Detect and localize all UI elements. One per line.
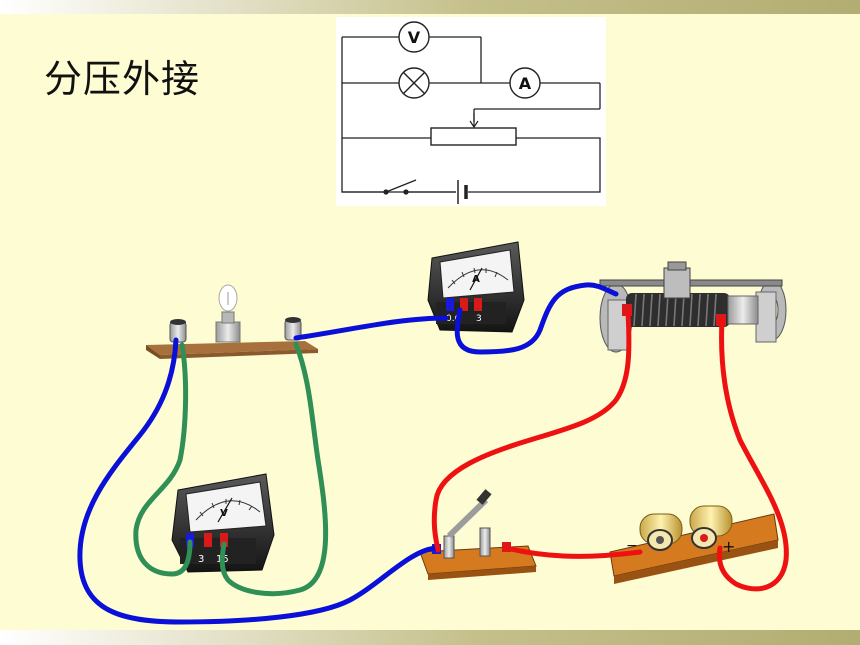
- battery-minus-label: −: [626, 538, 638, 554]
- schematic-battery-icon: [457, 180, 468, 204]
- wire-blue-ammeter-to-rheostat: [454, 282, 619, 355]
- voltmeter: V 3 15: [171, 473, 275, 573]
- knife-switch: [419, 489, 537, 580]
- schematic-lamp-icon: [398, 67, 430, 99]
- schematic-wire-right: [468, 137, 601, 193]
- wire-blue-lamp-to-switch: [77, 337, 439, 625]
- ammeter-negative-terminal: [446, 298, 454, 311]
- top-decorative-band: [0, 0, 860, 14]
- voltmeter-face-label: V: [220, 508, 228, 519]
- lamp-left-terminal: [169, 319, 187, 343]
- circuit-schematic: V A: [336, 17, 606, 206]
- schematic-voltmeter: V: [398, 21, 430, 53]
- battery: − +: [609, 505, 779, 584]
- ammeter-terminal-3: [474, 298, 482, 311]
- schematic-voltmeter-label: V: [408, 28, 421, 47]
- battery-plus-label: +: [722, 537, 735, 556]
- wire-green-lamp-right-to-voltmeter: [219, 341, 329, 597]
- voltmeter-terminal-label-1: 3: [198, 554, 204, 565]
- schematic-ammeter-label: A: [519, 74, 532, 93]
- slide-title: 分压外接: [44, 57, 201, 101]
- bottom-decorative-band: [0, 630, 860, 645]
- ammeter-face-label: A: [472, 274, 480, 285]
- wire-red-switch-to-battery: [503, 545, 643, 559]
- ammeter-terminal-label-2: 3: [476, 314, 482, 324]
- ammeter-terminal-label-1: 0.6: [446, 314, 461, 324]
- lamp-board: [146, 284, 318, 359]
- light-bulb-icon: [215, 284, 241, 343]
- ammeter: A 0.6 3: [427, 241, 525, 333]
- lamp-right-terminal: [284, 317, 302, 341]
- rheostat-slider: [663, 261, 691, 299]
- ammeter-terminal-0.6: [460, 298, 468, 311]
- wire-blue-lamp-to-ammeter: [293, 315, 449, 341]
- schematic-rheostat: [430, 113, 517, 146]
- wire-green-lamp-left-to-voltmeter: [133, 342, 193, 577]
- schematic-switch-icon: [342, 179, 456, 195]
- voltmeter-terminal-3: [204, 533, 212, 547]
- wire-red-rheostat-to-battery: [716, 317, 789, 592]
- rheostat: [599, 261, 787, 353]
- wire-red-rheostat-to-switch: [431, 309, 632, 553]
- schematic-ammeter: A: [509, 67, 541, 99]
- voltmeter-terminal-15: [220, 533, 228, 547]
